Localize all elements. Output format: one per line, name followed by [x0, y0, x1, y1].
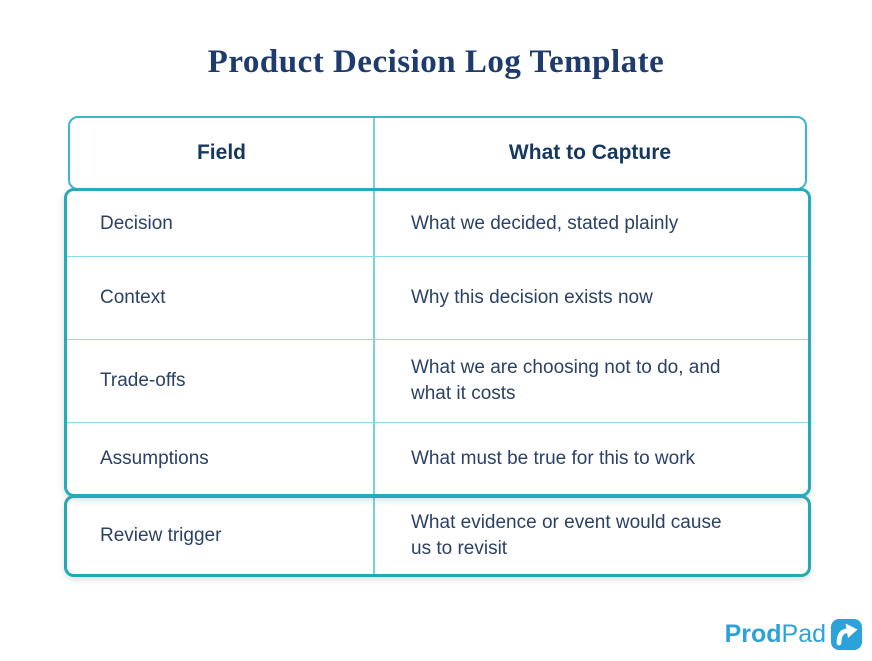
- field-cell: Trade-offs: [67, 340, 375, 422]
- table-row-assumptions: Assumptions What must be true for this t…: [67, 423, 808, 494]
- table-body: Decision What we decided, stated plainly…: [64, 188, 811, 497]
- field-cell: Review trigger: [67, 498, 375, 574]
- table-footer-section: Review trigger What evidence or event wo…: [64, 495, 811, 577]
- arrow-up-right-icon: [831, 619, 862, 650]
- table-row-context: Context Why this decision exists now: [67, 257, 808, 340]
- capture-cell: What evidence or event would cause us to…: [411, 512, 722, 559]
- column-header-what-to-capture: What to Capture: [508, 141, 672, 164]
- capture-cell: What we are choosing not to do, and what…: [411, 357, 721, 404]
- decision-log-table: Field What to Capture Decision What we d…: [64, 116, 811, 577]
- prodpad-wordmark-light: Pad: [781, 620, 826, 648]
- table-header-row: Field What to Capture: [68, 116, 807, 190]
- field-cell: Decision: [67, 191, 375, 256]
- capture-cell: What we decided, stated plainly: [411, 212, 679, 234]
- field-cell: Assumptions: [67, 423, 375, 494]
- column-header-field: Field: [70, 118, 375, 188]
- field-cell: Context: [67, 257, 375, 339]
- prodpad-wordmark-bold: Prod: [724, 620, 782, 648]
- table-row-trade-offs: Trade-offs What we are choosing not to d…: [67, 340, 808, 423]
- page-title: Product Decision Log Template: [207, 44, 665, 80]
- capture-cell: Why this decision exists now: [411, 287, 653, 308]
- table-row-review-trigger: Review trigger What evidence or event wo…: [67, 498, 808, 574]
- table-row-decision: Decision What we decided, stated plainly: [67, 191, 808, 257]
- capture-cell: What must be true for this to work: [411, 447, 696, 469]
